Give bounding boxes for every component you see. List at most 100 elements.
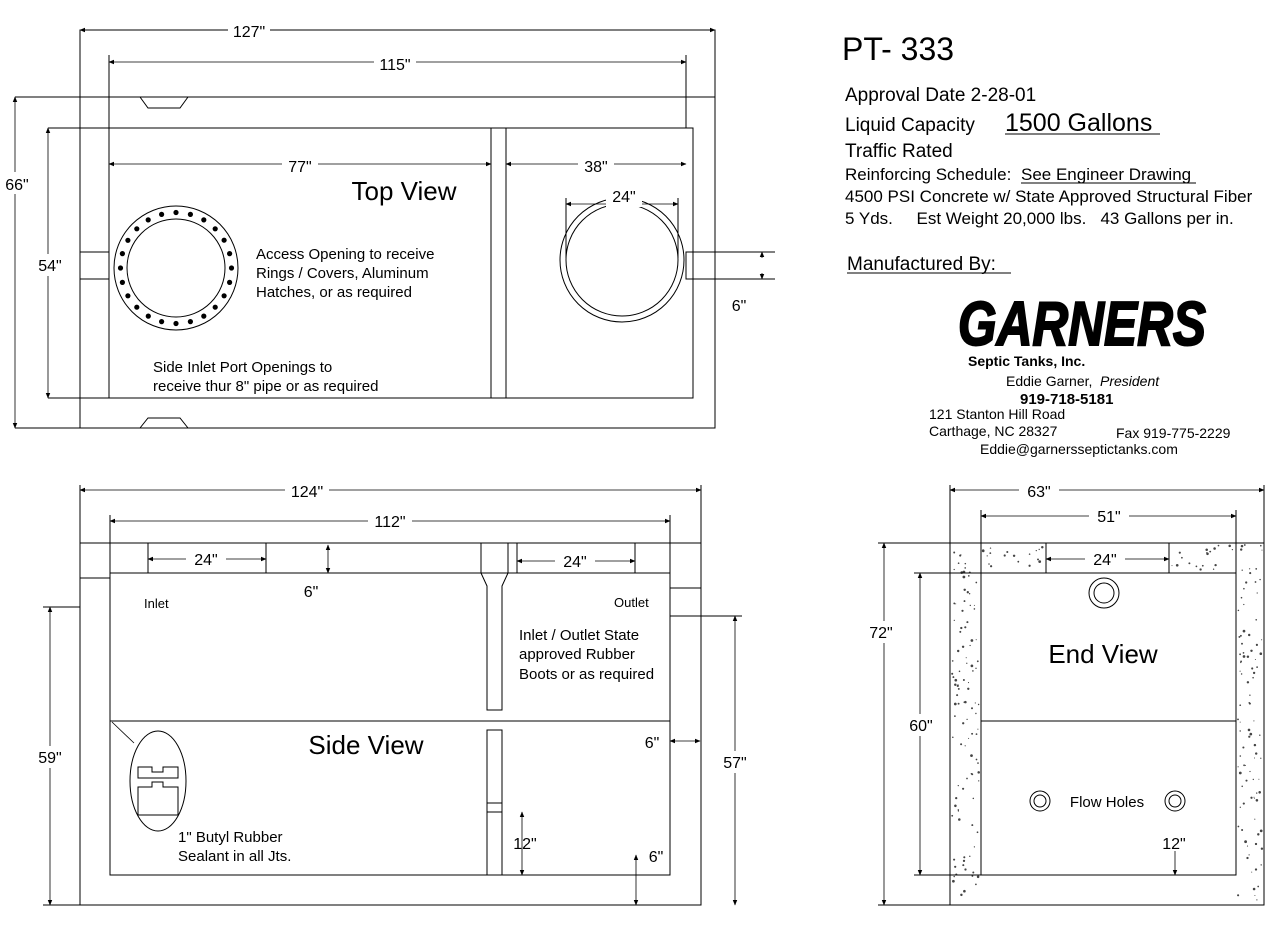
concrete-speckle: [975, 883, 977, 886]
concrete-speckle: [966, 777, 968, 780]
concrete-speckle: [1239, 721, 1241, 723]
top-view: 127" 115" 77" 38" 24" 66" 54" 6" Top Vie…: [2, 20, 775, 429]
concrete-speckle: [986, 555, 988, 557]
title-block: PT- 333 Approval Date 2-28-01 Liquid Cap…: [842, 31, 1253, 275]
concrete-speckle: [973, 846, 976, 848]
access-note-line-1: Access Opening to receive: [256, 246, 434, 263]
concrete-speckle: [1237, 718, 1239, 721]
bolt-hole: [187, 211, 193, 217]
concrete-speckle: [1245, 581, 1248, 584]
concrete-speckle: [1255, 643, 1258, 647]
concrete-speckle: [1228, 544, 1231, 548]
bolt-hole: [145, 217, 151, 223]
concrete-speckle: [988, 563, 990, 565]
concrete-speckle: [1253, 720, 1255, 722]
concrete-speckle: [962, 722, 965, 725]
bolt-hole: [221, 237, 227, 243]
concrete-speckle: [972, 871, 975, 874]
concrete-speckle: [1253, 757, 1256, 759]
capacity-label: Liquid Capacity: [845, 115, 975, 136]
concrete-speckle: [966, 718, 968, 721]
concrete-speckle: [960, 554, 962, 556]
concrete-speckle: [961, 609, 964, 612]
concrete-speckle: [962, 859, 966, 863]
concrete-speckle: [967, 687, 970, 690]
concrete-speckle: [1258, 791, 1261, 794]
concrete-speckle: [1028, 564, 1031, 567]
concrete-speckle: [1259, 578, 1261, 581]
end-view-label: End View: [1048, 639, 1158, 669]
concrete-speckle: [957, 784, 959, 787]
concrete-speckle: [1205, 548, 1208, 552]
top-overall-width: 66": [5, 177, 28, 194]
sealant-note-line-2: Sealant in all Jts.: [178, 848, 291, 865]
model-number: PT- 333: [842, 31, 954, 67]
concrete-speckle: [962, 575, 966, 579]
concrete-speckle: [977, 762, 979, 764]
bolt-hole: [125, 293, 131, 299]
concrete-speckle: [968, 593, 971, 595]
company-address-1: 121 Stanton Hill Road: [929, 406, 1065, 422]
concrete-speckle: [1248, 568, 1251, 570]
concrete-speckle: [1252, 676, 1254, 679]
concrete-speckle: [953, 619, 955, 622]
concrete-speckle: [1255, 799, 1259, 802]
president-title: President: [1100, 373, 1160, 389]
capacity-value: 1500 Gallons: [1005, 109, 1152, 137]
concrete-speckle: [954, 715, 956, 717]
bolt-hole: [159, 319, 165, 325]
concrete-speckle: [969, 644, 971, 647]
concrete-speckle: [1238, 771, 1242, 775]
concrete-speckle: [966, 662, 968, 664]
riser-outer: [559, 197, 685, 323]
concrete-speckle: [957, 687, 960, 690]
concrete-speckle: [1035, 549, 1037, 552]
concrete-speckle: [953, 568, 955, 571]
concrete-speckle: [960, 743, 963, 746]
concrete-speckle: [1037, 558, 1039, 561]
concrete-speckle: [1017, 560, 1020, 563]
concrete-speckle: [1239, 755, 1242, 757]
concrete-speckle: [978, 780, 980, 782]
end-opening: 24": [1093, 552, 1116, 569]
bolt-hole: [221, 293, 227, 299]
bolt-hole: [134, 304, 140, 310]
concrete-speckle: [973, 604, 975, 606]
top-view-label: Top View: [351, 176, 456, 206]
concrete-speckle: [1171, 565, 1173, 567]
boots-note-line-3: Boots or as required: [519, 666, 654, 683]
concrete-speckle: [957, 562, 960, 565]
concrete-speckle: [1253, 796, 1255, 798]
concrete-speckle: [975, 581, 978, 584]
concrete-speckle: [1038, 548, 1040, 551]
concrete-speckle: [1254, 818, 1256, 820]
top-second-compartment: 38": [584, 159, 607, 176]
concrete-speckle: [1243, 544, 1246, 546]
concrete-speckle: [1242, 652, 1245, 654]
bolt-hole: [212, 304, 218, 310]
concrete-speckle: [1249, 770, 1251, 773]
outlet-label: Outlet: [614, 595, 649, 610]
concrete-speckle: [1256, 666, 1258, 668]
concrete-speckle: [953, 602, 956, 605]
concrete-speckle: [1248, 854, 1250, 856]
access-note-line-3: Hatches, or as required: [256, 284, 412, 301]
concrete-speckle: [966, 591, 969, 594]
concrete-speckle: [1231, 548, 1234, 551]
side-lid-thickness: 6": [304, 584, 319, 601]
concrete-speckle: [1240, 544, 1244, 548]
end-overall-width: 63": [1027, 484, 1050, 501]
bolt-hole: [173, 209, 179, 216]
company-logo: GARNERS: [958, 290, 1206, 359]
concrete-speckle: [1245, 779, 1248, 782]
concrete-speckle: [975, 758, 978, 761]
top-inner-length: 115": [379, 57, 410, 74]
concrete-speckle: [967, 575, 970, 577]
concrete-speckle: [966, 621, 969, 624]
concrete-speckle: [971, 707, 973, 710]
concrete-speckle: [957, 809, 960, 811]
concrete-speckle: [969, 855, 971, 858]
concrete-speckle: [1206, 551, 1208, 554]
concrete-speckle: [1213, 547, 1216, 550]
concrete-speckle: [1260, 757, 1262, 759]
